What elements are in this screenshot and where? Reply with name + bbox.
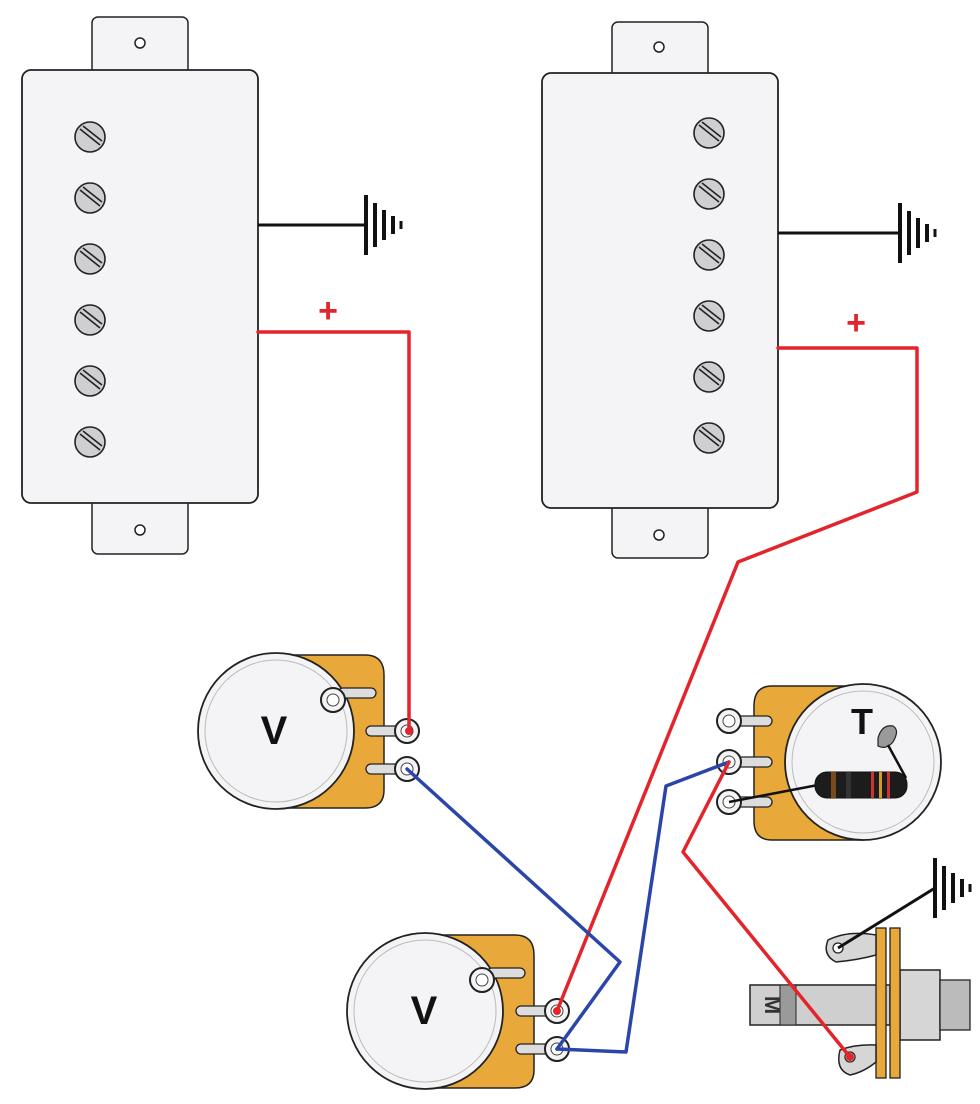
bridge-hot-wire [555,346,919,1013]
neck-pickup-pole-pieces [74,121,106,458]
volume-pot-2: V [346,932,570,1090]
vol2-to-tone-wire [555,760,731,1054]
pole-screw-icon [74,365,106,397]
capacitor-icon [877,725,898,748]
pole-screw-icon [693,300,725,332]
pole-screw-icon [74,304,106,336]
bridge-pickup-top-screw-hole [653,41,665,53]
jack-washer-2 [889,927,901,1079]
neck-hot-wire [256,330,411,733]
bridge-pickup: + [541,21,937,559]
jack-ground-lug [825,932,877,963]
ground-icon [933,858,972,918]
pole-screw-icon [74,426,106,458]
volume-pot-2-label: V [411,989,438,1033]
tone-pot-face [784,683,942,841]
pole-screw-icon [74,121,106,153]
neck-hot-label: + [318,292,338,330]
bridge-hot-label: + [846,304,866,342]
tone-pot: T [716,683,942,841]
ground-icon [898,203,937,263]
bridge-pickup-pole-pieces [693,117,725,454]
jack-label: M [760,996,785,1014]
pole-screw-icon [693,239,725,271]
bridge-pickup-cover [541,72,779,509]
neck-pickup-top-screw-hole [134,37,146,49]
jack-nut [899,969,941,1041]
neck-pickup: + [21,16,403,555]
capacitor-lead [886,744,908,779]
bridge-pickup-bottom-screw-hole [653,529,665,541]
neck-pickup-cover [21,69,259,504]
pole-screw-icon [693,178,725,210]
pole-screw-icon [74,182,106,214]
pole-screw-icon [693,361,725,393]
jack-washer-1 [875,927,887,1079]
volume-pot-2-face [346,932,504,1090]
wires [256,330,919,1059]
pole-screw-icon [693,117,725,149]
tone-pot-label: T [851,701,873,742]
volume-pot-1-face [197,652,355,810]
volume-pot-1-label: V [261,709,288,753]
resistor-lead-left [728,783,819,804]
output-jack: M [749,858,972,1079]
tone-to-jack-wire [681,760,852,1059]
neck-pickup-bottom-screw-hole [134,524,146,536]
vol1-output-wire [405,767,622,1051]
pole-screw-icon [693,422,725,454]
resistor-icon [814,771,908,799]
pole-screw-icon [74,243,106,275]
jack-ground-wire [837,886,936,950]
volume-pot-1: V [197,652,420,810]
ground-icon [364,195,403,255]
